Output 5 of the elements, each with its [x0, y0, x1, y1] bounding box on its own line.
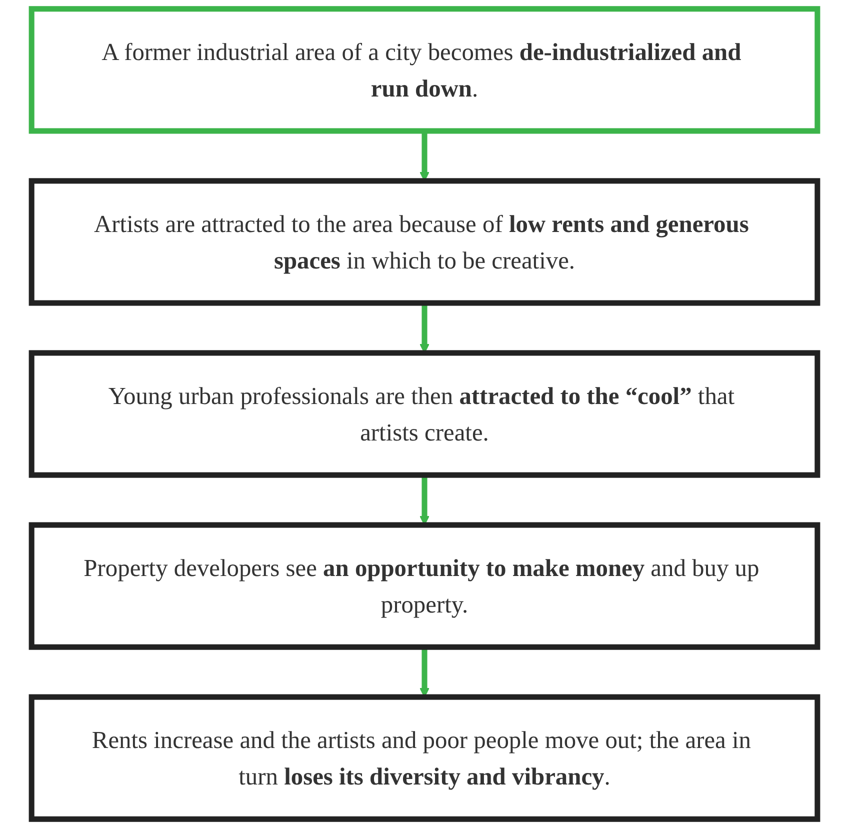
node-box: Artists are attracted to the area because of low rents and generous spaces in which to be creative.	[28, 178, 820, 306]
node-box: Rents increase and the artists and poor people move out; the area in turn loses its diversity and vibrancy.	[28, 694, 820, 822]
node-box: Young urban professionals are then attracted to the “cool” that artists create.	[28, 350, 820, 478]
node-box: Property developers see an opportunity to make money and buy up property.	[28, 522, 820, 650]
node-box: A former industrial area of a city becomes de-industrialized and run down.	[28, 6, 820, 134]
